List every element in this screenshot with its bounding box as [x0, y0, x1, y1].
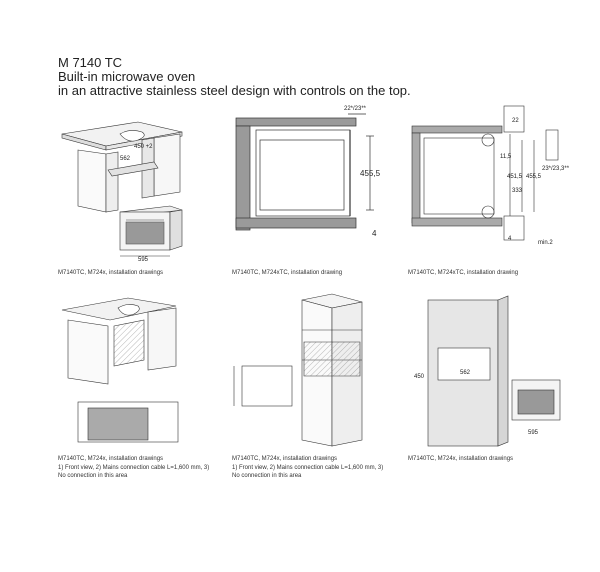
- caption-drawing-1: M7140TC, M724x, installation drawings: [58, 270, 164, 276]
- model-number: M 7140 TC: [58, 55, 123, 70]
- note-drawing-4-line-2: No connection in this area: [58, 473, 128, 479]
- svg-text:450 +2: 450 +2: [134, 144, 153, 150]
- caption-drawing-5: M7140TC, M724x, installation drawings: [232, 456, 338, 462]
- dim-a: 22: [512, 118, 519, 124]
- drawing-tall-cabinet: [232, 290, 382, 450]
- svg-text:562: 562: [120, 156, 131, 162]
- dim-h: min.2: [538, 240, 553, 246]
- note-drawing-5-line-1: 1) Front view, 2) Mains connection cable…: [232, 465, 384, 471]
- dim-f: 23*/23,3**: [542, 166, 570, 172]
- product-subtitle: Built-in microwave oven: [58, 69, 196, 84]
- note-drawing-5-line-2: No connection in this area: [232, 473, 302, 479]
- dim-height: 455,5: [360, 169, 381, 178]
- dim-width-6: 595: [528, 430, 539, 436]
- note-drawing-4-line-1: 1) Front view, 2) Mains connection cable…: [58, 465, 210, 471]
- caption-drawing-2: M7140TC, M724xTC, installation drawing: [232, 270, 343, 276]
- caption-drawing-3: M7140TC, M724xTC, installation drawing: [408, 270, 519, 276]
- caption-drawing-6: M7140TC, M724x, installation drawings: [408, 456, 514, 462]
- dim-top: 22*/23**: [344, 106, 367, 112]
- drawing-base-cabinet-cutout: [58, 290, 188, 450]
- dim-b: 11,5: [500, 154, 512, 160]
- product-header: M 7140 TC Built-in microwave oven in an …: [58, 56, 411, 98]
- drawing-tall-cabinet-oven: 450 562 595: [408, 290, 578, 450]
- dim-d: 455,5: [526, 174, 542, 180]
- drawing-detail-section: 22 11,5 451,5 455,5 333 23*/23,3** 4 min…: [408, 100, 578, 250]
- dim-c: 451,5: [507, 174, 523, 180]
- dim-height-6: 450: [414, 374, 425, 380]
- dim-g: 4: [508, 236, 512, 242]
- svg-text:595: 595: [138, 257, 149, 262]
- drawing-side-section: 22*/23** 455,5 4: [232, 100, 382, 250]
- caption-drawing-4: M7140TC, M724x, installation drawings: [58, 456, 164, 462]
- product-description: in an attractive stainless steel design …: [58, 83, 411, 98]
- dim-bottom: 4: [372, 229, 377, 238]
- dim-e: 333: [512, 188, 523, 194]
- dim-depth-6: 562: [460, 370, 471, 376]
- drawing-base-cabinet: 450 +2 562 595: [58, 112, 188, 262]
